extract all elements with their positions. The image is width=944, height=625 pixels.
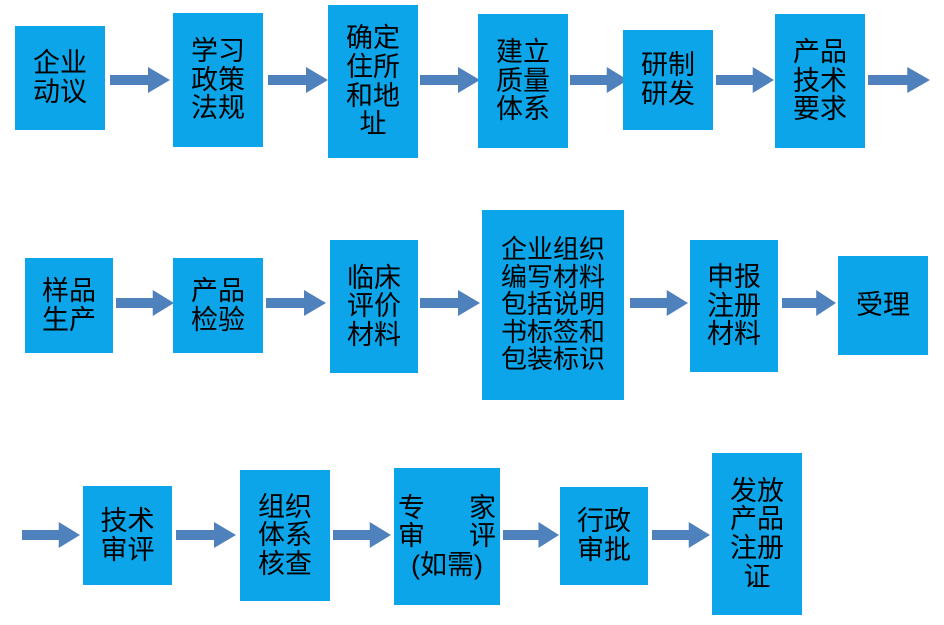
- node-line: 审评: [100, 534, 155, 565]
- node-line: 审评: [398, 521, 496, 552]
- flow-arrow-row3-start: [22, 520, 80, 550]
- process-node-shouli[interactable]: 受理: [838, 256, 928, 355]
- node-line: 产品: [793, 37, 847, 68]
- node-line: 证: [743, 561, 771, 592]
- node-line: 政策: [191, 64, 245, 95]
- process-node-jishushenping[interactable]: 技术 审评: [83, 486, 172, 585]
- node-line: 研制: [641, 50, 695, 81]
- process-node-linchuangpingjiacailiao[interactable]: 临床 评价 材料: [330, 240, 418, 373]
- node-line: 行政: [577, 506, 631, 537]
- flow-arrow: [503, 520, 559, 550]
- process-node-xingzhengshenpi[interactable]: 行政 审批: [560, 487, 648, 585]
- flow-arrow: [333, 520, 391, 550]
- node-line: 技术: [793, 65, 847, 96]
- node-line: 企业: [33, 48, 87, 79]
- flow-arrow: [570, 65, 628, 95]
- node-line: 书标签和: [500, 316, 605, 347]
- node-line: 产品: [730, 504, 784, 535]
- node-line: 专家: [398, 492, 496, 523]
- flow-arrow: [652, 520, 710, 550]
- process-node-chanpinjianyan[interactable]: 产品 检验: [173, 258, 263, 353]
- flow-arrow: [420, 288, 480, 318]
- node-line: 编写材料: [500, 261, 605, 292]
- node-line: 产品: [191, 275, 245, 306]
- process-node-jianlizhiliangtixi[interactable]: 建立 质量 体系: [478, 14, 568, 148]
- node-line: 评价: [347, 291, 401, 322]
- process-node-xuexizhengcefagui[interactable]: 学习 政策 法规: [173, 13, 263, 147]
- node-line: 要求: [793, 94, 847, 125]
- process-node-yangpinshengchan[interactable]: 样品 生产: [25, 258, 113, 353]
- process-node-yanzhiyanfa[interactable]: 研制 研发: [623, 30, 713, 130]
- flow-arrow: [420, 65, 480, 95]
- flow-arrow: [266, 288, 326, 318]
- node-line: 审批: [577, 535, 631, 565]
- flow-arrow: [630, 288, 688, 318]
- node-line: 发放: [730, 475, 784, 506]
- flow-arrow: [116, 288, 174, 318]
- node-line: 技术: [100, 505, 155, 536]
- node-line: 材料: [707, 319, 761, 350]
- node-line: 受理: [856, 290, 910, 321]
- node-line: 申报: [707, 262, 761, 293]
- process-node-qiyezuzhibianxiecailiao[interactable]: 企业组织 编写材料 包括说明 书标签和 包装标识: [482, 210, 624, 400]
- node-line: 体系: [496, 94, 550, 125]
- node-line: 研发: [641, 79, 695, 109]
- flow-arrow: [716, 65, 774, 95]
- node-line: 样品: [42, 275, 96, 306]
- node-line: 核查: [258, 548, 312, 579]
- flow-arrow-row1-end: [868, 65, 930, 95]
- node-line: (如需): [411, 549, 483, 580]
- process-node-zuzhitixihecha[interactable]: 组织 体系 核查: [240, 470, 330, 601]
- node-line: 动议: [33, 77, 87, 107]
- node-line: 法规: [191, 93, 245, 124]
- process-node-qiyedongyi[interactable]: 企业 动议: [15, 26, 105, 130]
- flow-arrow: [176, 520, 236, 550]
- node-line: 包括说明: [500, 289, 605, 320]
- flow-arrow: [268, 65, 328, 95]
- node-line: 址: [359, 109, 387, 140]
- node-line: 体系: [258, 520, 312, 551]
- process-node-chanpinjishuyaoqiu[interactable]: 产品 技术 要求: [775, 14, 865, 148]
- process-node-quedingzhusuohedizhi[interactable]: 确定 住所 和地 址: [328, 5, 418, 158]
- node-line: 包装标识: [500, 344, 605, 375]
- node-line: 注册: [730, 533, 784, 563]
- process-node-fafangchanpinzhucezheng[interactable]: 发放 产品 注册 证: [712, 453, 802, 615]
- process-node-shenbaozhucecailiao[interactable]: 申报 注册 材料: [690, 240, 778, 372]
- flow-arrow: [110, 65, 170, 95]
- node-line: 住所: [346, 51, 400, 82]
- node-line: 注册: [707, 290, 761, 321]
- node-line: 学习: [191, 36, 245, 67]
- node-line: 检验: [191, 304, 245, 335]
- node-line: 企业组织: [500, 234, 605, 265]
- node-line: 材料: [347, 319, 401, 350]
- process-node-zhuanjiashenping[interactable]: 专家 审评 (如需): [394, 468, 500, 605]
- node-line: 建立: [496, 37, 550, 68]
- node-line: 质量: [496, 65, 550, 96]
- node-line: 组织: [258, 491, 312, 522]
- node-line: 生产: [42, 304, 96, 335]
- node-line: 和地: [346, 80, 400, 111]
- node-line: 确定: [346, 23, 400, 54]
- flow-arrow: [782, 288, 836, 318]
- node-line: 临床: [347, 262, 401, 293]
